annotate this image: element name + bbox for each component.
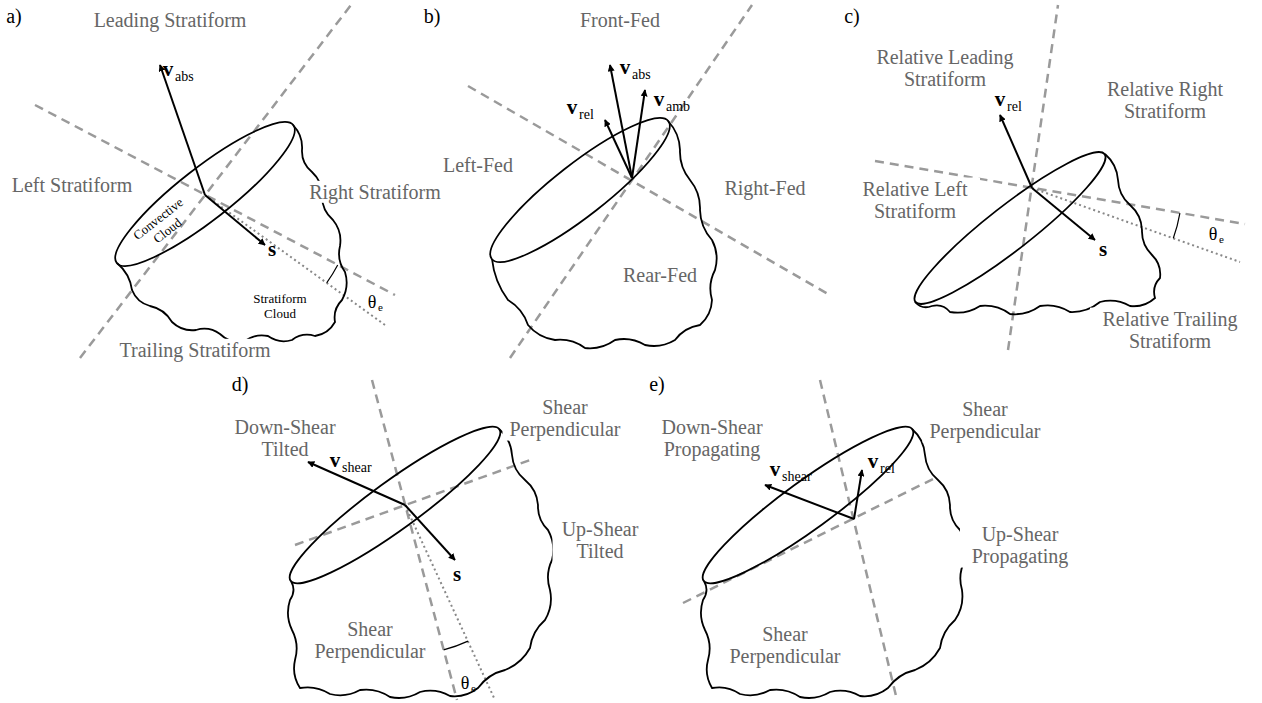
clouds [101,101,1161,698]
vector-symbol: v [770,458,781,482]
vector-symbol: v [654,88,665,112]
vector-symbol: v [163,58,174,82]
vector-arrow [205,195,265,245]
panel-letter: a) [6,5,22,27]
angle-arc [444,641,468,650]
region-label: Trailing Stratiform [120,339,271,361]
stratiform-cloud [117,125,347,342]
angle-subscript: e [1219,233,1224,245]
stratiform-cloud [288,429,553,698]
dashed-divider [468,86,828,294]
vector-symbol: v [868,450,879,474]
dotted-line [405,505,495,700]
vector-symbol: s [1099,238,1107,262]
dotted-line [1032,188,1240,262]
angle-symbol: θ [461,673,470,693]
vector-symbol: s [453,563,461,587]
region-label: Left Stratiform [12,174,133,196]
vector-arrow [610,65,632,178]
vector-symbol: s [268,238,276,262]
stratiform-cloud [492,121,717,348]
region-label: Relative Trailing Stratiform [1090,308,1250,353]
dotted-line [205,195,385,325]
region-label: Right Stratiform [309,181,441,203]
region-label: Shear Perpendicular [923,398,1048,443]
region-label: Rear-Fed [623,264,697,286]
vector-subscript: rel [880,461,895,477]
region-label: Front-Fed [580,9,660,31]
region-label: Leading Stratiform [94,9,247,31]
vector-arrow [160,65,205,195]
vector-subscript: rel [1007,99,1022,115]
region-label: Down-Shear Propagating [652,416,772,461]
vector-arrow [405,505,455,560]
region-label: Relative Right Stratiform [1090,78,1240,123]
angle-arc [1173,213,1180,238]
region-label: Up-Shear Tilted [553,518,648,563]
vector-arrow [765,485,854,519]
region-label: Relative Left Stratiform [850,178,980,223]
angle-subscript: e [378,301,383,313]
panel-letter: c) [844,5,860,27]
region-label: Left-Fed [443,154,513,176]
region-label: Relative Leading Stratiform [858,46,1033,91]
vector-subscript: abs [632,67,651,83]
panel-letter: d) [232,373,249,395]
region-label: Right-Fed [724,177,805,199]
vector-symbol: v [567,96,578,120]
vector-symbol: v [330,449,341,473]
angle-symbol: θ [1209,224,1218,244]
vector-subscript: amb [666,99,690,115]
vector-arrow [854,470,862,519]
panel-letter: e) [649,373,665,395]
region-label: Shear Perpendicular [503,396,628,441]
dashed-divider [295,460,530,545]
convective-cloud [476,101,685,280]
cloud-label: Stratiform Cloud [245,292,315,321]
angle-arcs [327,213,1180,650]
vector-arrow [1000,115,1032,188]
region-label: Shear Perpendicular [308,618,433,663]
vector-arrow [1032,188,1095,240]
vector-symbol: v [620,56,631,80]
vectors [160,65,1095,560]
region-label: Down-Shear Tilted [225,416,345,461]
dashed-divider [683,478,935,603]
dotted-lines [205,188,1240,700]
angle-subscript: e [471,682,476,694]
angle-symbol: θ [368,292,377,312]
convective-cloud [902,137,1118,319]
vector-subscript: shear [782,469,812,485]
angle-arc [327,265,338,283]
region-label: Up-Shear Propagating [960,523,1080,568]
vector-arrow [632,90,645,178]
stratiform-cloud [701,429,966,698]
vector-subscript: shear [342,460,372,476]
vector-subscript: rel [579,107,594,123]
panel-letter: b) [424,5,441,27]
vector-symbol: v [995,88,1006,112]
vector-subscript: abs [175,69,194,85]
region-label: Shear Perpendicular [723,623,848,668]
dashed-lines [35,5,1245,700]
vector-arrow [605,120,632,178]
